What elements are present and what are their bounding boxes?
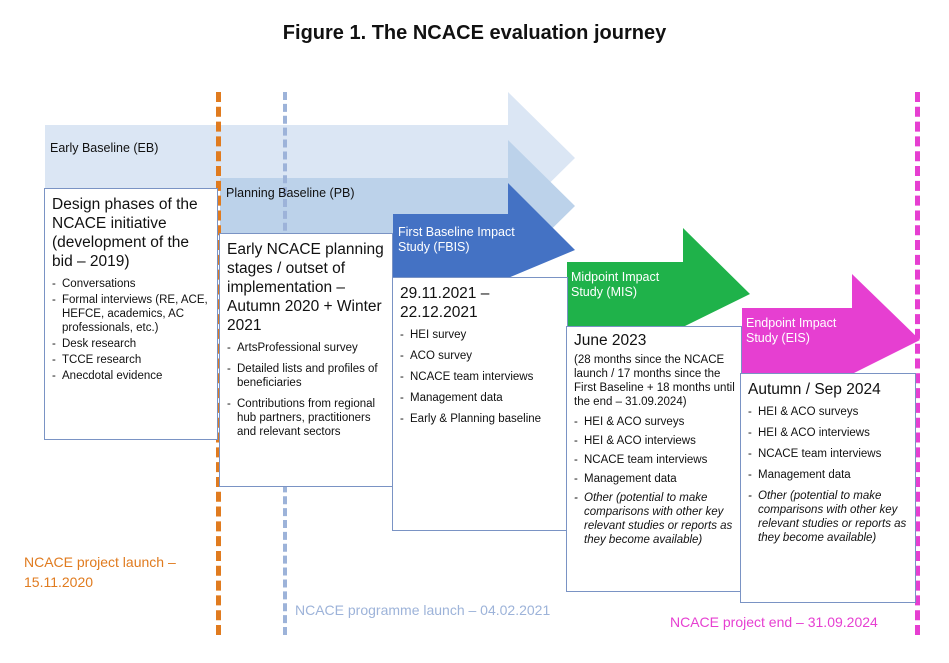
stage-box-fbis: 29.11.2021 – 22.12.2021 HEI survey ACO s… (392, 277, 568, 531)
project-end-line (915, 92, 920, 635)
arrow-label-pb: Planning Baseline (PB) (226, 186, 355, 200)
list-item: NCACE team interviews (400, 370, 562, 384)
eis-arrow (742, 274, 920, 374)
arrow-label-eis: Endpoint Impact Study (EIS) (746, 316, 837, 345)
project-launch-line (216, 92, 221, 635)
list-item: Management data (574, 472, 736, 486)
stage-heading: Early NCACE planning stages / outset of … (227, 241, 384, 334)
arrow-label-eb: Early Baseline (EB) (50, 141, 159, 155)
stage-box-eis: Autumn / Sep 2024 HEI & ACO surveys HEI … (740, 373, 916, 603)
list-item: Desk research (52, 337, 212, 351)
stage-heading: June 2023 (574, 332, 647, 349)
list-item: Management data (748, 468, 910, 482)
list-item: HEI & ACO interviews (748, 426, 910, 440)
list-item: Detailed lists and profiles of beneficia… (227, 362, 387, 390)
list-item: Early & Planning baseline (400, 412, 562, 426)
mis-arrow (567, 228, 750, 327)
list-item: HEI & ACO surveys (748, 405, 910, 419)
arrow-label-mis: Midpoint Impact Study (MIS) (571, 270, 660, 299)
arrow-label-fbis: First Baseline Impact Study (FBIS) (398, 225, 515, 254)
stage-heading: Autumn / Sep 2024 (748, 381, 881, 398)
list-item: Other (potential to make comparisons wit… (574, 491, 736, 547)
list-item: HEI & ACO surveys (574, 415, 736, 429)
stage-note: (28 months since the NCACE launch / 17 m… (574, 354, 735, 408)
list-item: TCCE research (52, 353, 212, 367)
list-item: Anecdotal evidence (52, 369, 212, 383)
stage-box-early-baseline: Design phases of the NCACE initiative (d… (44, 188, 218, 440)
figure-title: Figure 1. The NCACE evaluation journey (282, 22, 667, 44)
list-item: Management data (400, 391, 562, 405)
list-item: ArtsProfessional survey (227, 341, 387, 355)
list-item: NCACE team interviews (748, 447, 910, 461)
list-item: Conversations (52, 277, 212, 291)
list-item: Other (potential to make comparisons wit… (748, 489, 910, 545)
planning-baseline-arrow (220, 140, 575, 272)
milestone-project-end: NCACE project end – 31.09.2024 (670, 614, 878, 630)
stage-box-planning-baseline: Early NCACE planning stages / outset of … (219, 233, 393, 487)
list-item: NCACE team interviews (574, 453, 736, 467)
list-item: ACO survey (400, 349, 562, 363)
list-item: HEI & ACO interviews (574, 434, 736, 448)
stage-heading: Design phases of the NCACE initiative (d… (52, 196, 198, 270)
list-item: HEI survey (400, 328, 562, 342)
milestone-programme-launch: NCACE programme launch – 04.02.2021 (295, 602, 551, 618)
milestone-project-launch: NCACE project launch – 15.11.2020 (24, 554, 176, 590)
stage-box-mis: June 2023 (28 months since the NCACE lau… (566, 326, 742, 592)
early-baseline-arrow (45, 92, 575, 224)
list-item: Formal interviews (RE, ACE, HEFCE, acade… (52, 293, 212, 335)
stage-heading: 29.11.2021 – 22.12.2021 (400, 285, 490, 321)
list-item: Contributions from regional hub partners… (227, 397, 387, 439)
fbis-arrow (393, 183, 575, 278)
